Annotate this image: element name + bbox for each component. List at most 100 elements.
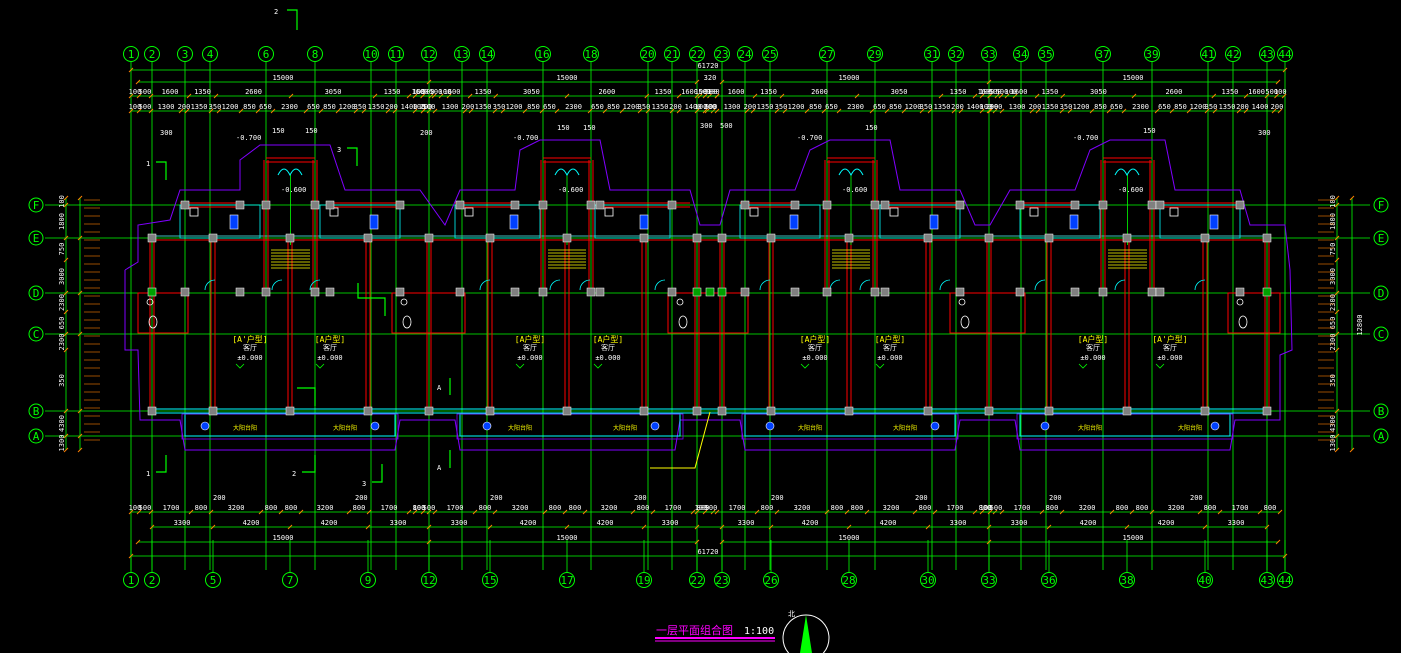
door-arc-icon — [1114, 279, 1126, 291]
axis-bubble-left — [28, 403, 44, 419]
dim-bottom-row1-tick — [864, 509, 870, 515]
living-room-label: 客厅 — [808, 343, 822, 352]
dim-left-col-label: 3000 — [58, 268, 66, 285]
dim-top-row1-label: 100 — [412, 88, 425, 96]
kitchen-block — [594, 204, 671, 239]
balcony — [184, 413, 396, 437]
dim-unit-total: 15000 — [556, 74, 577, 82]
dim-bottom-row1-tick — [582, 509, 588, 515]
dim-top-row1-tick — [702, 93, 708, 99]
column — [1015, 287, 1025, 297]
dim-bottom-row1-tick — [912, 509, 918, 515]
dim-top-row2-label: 2300 — [565, 103, 582, 111]
axis-label-top: 18 — [584, 48, 597, 61]
building-plan — [124, 139, 1293, 451]
axis-bubble-top — [762, 46, 778, 62]
dim-left-col-tick — [63, 447, 69, 453]
sink-icon — [464, 207, 474, 217]
dim-top-row2-label: 200 — [178, 103, 191, 111]
column — [395, 200, 405, 210]
axis-bubble-top — [1200, 46, 1216, 62]
door-arc-icon — [829, 279, 841, 291]
dim-top-row2-label: 650 — [1158, 103, 1171, 111]
column — [325, 200, 335, 210]
dim-top-row2-tick — [392, 108, 398, 114]
dim-top-row2-tick — [958, 108, 964, 114]
dim-bottom-row2-label: 3300 — [390, 519, 407, 527]
column — [510, 287, 520, 297]
dim-top-row1-label: 1600 — [412, 88, 429, 96]
axis-bubble-top — [258, 46, 274, 62]
axis-bubble-top — [1259, 46, 1275, 62]
door-arc-icon — [309, 279, 321, 291]
dim-top-row2-tick — [1236, 108, 1242, 114]
column — [955, 287, 965, 297]
dim-top-row2-label: 1200 — [623, 103, 640, 111]
dim-top-row2-label: 200 — [669, 103, 682, 111]
dim-bottom-row1-label: 800 — [549, 504, 562, 512]
dim-left-col-tick — [63, 290, 69, 296]
column — [1098, 287, 1108, 297]
axis-label-left: D — [33, 287, 40, 300]
dim-left-col-label: 1800 — [58, 213, 66, 230]
axis-bubble-bottom — [1119, 572, 1135, 588]
living-room-label: 客厅 — [323, 343, 337, 352]
axis-label-top: 42 — [1226, 48, 1239, 61]
dim-top-row2-label: 500 — [990, 103, 1003, 111]
column — [1155, 200, 1165, 210]
dim-top-row2-tick — [669, 108, 675, 114]
dim-right-col-tick — [1334, 235, 1340, 241]
dim-top-row2-label: 650 — [591, 103, 604, 111]
dim-bottom-row1-label: 3200 — [317, 504, 334, 512]
axis-label-top: 31 — [925, 48, 938, 61]
dim-top-row2-label: 1350 — [191, 103, 208, 111]
dim-bottom-row2-tick — [768, 524, 774, 530]
column — [455, 287, 465, 297]
column — [1147, 200, 1157, 210]
dim-top-row2-tick — [1277, 108, 1283, 114]
dim-bottom-row1-tick — [542, 509, 548, 515]
dim-left-col2-tick — [77, 331, 83, 337]
level-marker-icon — [1155, 363, 1165, 369]
dim-bottom-row1-label: 3200 — [1079, 504, 1096, 512]
axis-label-bottom: 17 — [560, 574, 573, 587]
column — [923, 406, 933, 416]
dim-top-row1-tick — [148, 93, 154, 99]
axis-label-right: D — [1378, 287, 1385, 300]
axis-label-left: E — [33, 232, 40, 245]
axis-bubble-top — [144, 46, 160, 62]
balcony-label: 大阳台阳 — [1078, 424, 1102, 432]
dim-bottom-row1-label: 800 — [1046, 504, 1059, 512]
dim-bottom-row1-tick — [1129, 509, 1135, 515]
axis-label-top: 37 — [1096, 48, 1109, 61]
dim-top-row2-label: 200 — [462, 103, 475, 111]
axis-bubble-top — [819, 46, 835, 62]
dim-bottom-row1-label: 100 — [129, 504, 142, 512]
column — [1200, 233, 1210, 243]
axis-bubble-top — [714, 46, 730, 62]
dim-top-row2-tick — [361, 108, 367, 114]
dim-top-row2-tick — [500, 108, 506, 114]
dim-bottom-row2-tick — [564, 524, 570, 530]
column — [870, 200, 880, 210]
dim-top-row2-tick — [128, 108, 134, 114]
axis-label-top: 14 — [480, 48, 494, 61]
dim-top-row2-label: 650 — [307, 103, 320, 111]
dim-unit-total: 320 — [704, 74, 717, 82]
axis-label-bottom: 2 — [149, 574, 156, 587]
axis-label-top: 32 — [949, 48, 962, 61]
floor-level-label: ±0.000 — [802, 354, 827, 362]
column — [208, 233, 218, 243]
dim-bottom-row2-label: 4200 — [1080, 519, 1097, 527]
axis-label-left: A — [33, 430, 40, 443]
dim-bottom-row1-label: 3200 — [601, 504, 618, 512]
dim-bottom-row1-tick — [690, 509, 696, 515]
dim-top-row2-label: 1200 — [1073, 103, 1090, 111]
dim-top-row2-tick — [987, 108, 993, 114]
dim-bottom-row1-label: 800 — [1204, 504, 1217, 512]
axis-label-bottom: 38 — [1120, 574, 1133, 587]
dim-top-row1-label: 500 — [996, 88, 1009, 96]
drawing-scale: 1:100 — [744, 626, 774, 637]
dim-top-row2-label: 350 — [775, 103, 788, 111]
column — [822, 287, 832, 297]
